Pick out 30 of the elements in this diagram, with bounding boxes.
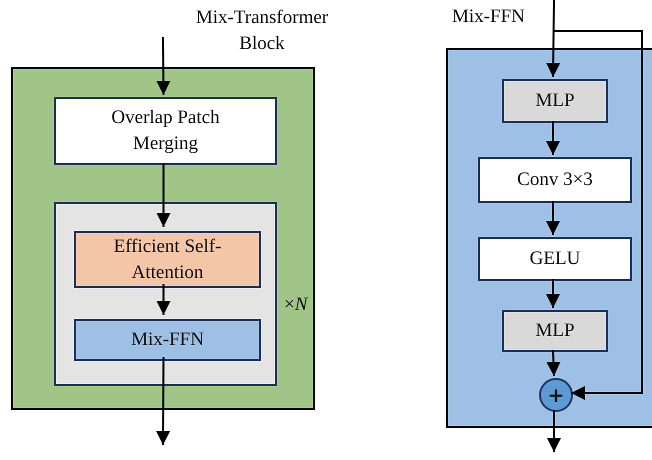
arrow xyxy=(554,30,643,400)
box-label: Overlap Patch Merging xyxy=(110,106,221,156)
plus-sign: + xyxy=(548,382,564,408)
process-box xyxy=(54,97,277,165)
arrow xyxy=(546,0,560,78)
process-box xyxy=(502,310,608,352)
arrow xyxy=(156,36,170,96)
arrow xyxy=(546,279,560,308)
process-box xyxy=(478,237,632,281)
arrow xyxy=(546,121,560,155)
arrow xyxy=(546,201,560,235)
box-label: Mix-FFN xyxy=(131,328,204,352)
box-label: Efficient Self-Attention xyxy=(112,234,222,284)
process-box xyxy=(478,157,632,203)
block-title: Mix-FFN xyxy=(452,5,526,29)
repeat-count-label: ×N xyxy=(284,293,308,317)
box-label: MLP xyxy=(535,319,575,343)
box-label: GELU xyxy=(530,247,580,271)
process-box xyxy=(502,79,608,123)
arrow xyxy=(156,357,170,445)
process-box xyxy=(74,231,261,288)
box-label: Conv 3×3 xyxy=(517,168,593,192)
arrow xyxy=(547,410,561,452)
box-label: MLP xyxy=(535,89,575,113)
arrow xyxy=(156,284,170,315)
process-box xyxy=(74,319,261,361)
arrow xyxy=(156,163,170,227)
block-title: Mix-Transformer Block xyxy=(194,6,330,56)
sum-circle xyxy=(539,378,573,412)
arrow xyxy=(546,350,560,376)
